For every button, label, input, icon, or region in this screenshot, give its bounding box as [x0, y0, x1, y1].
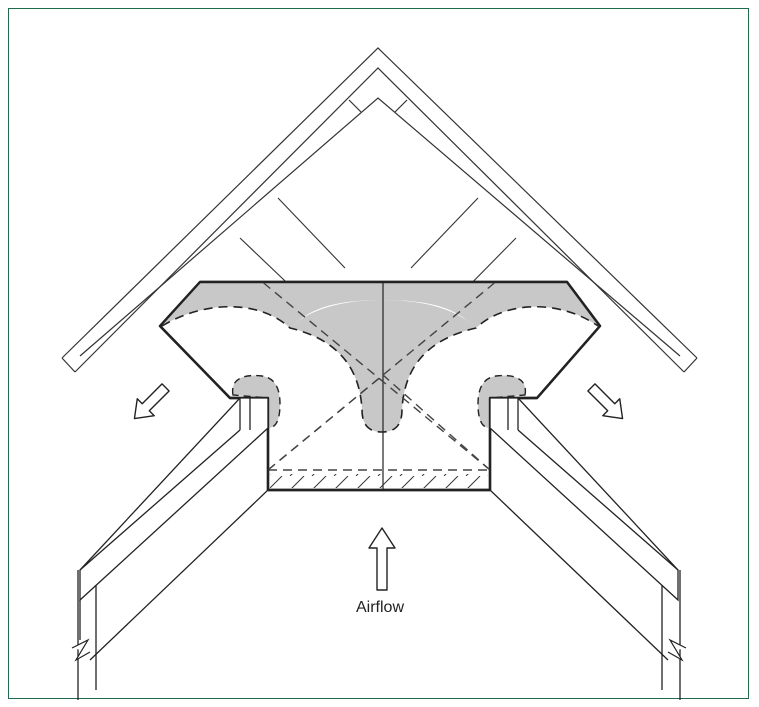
- right-roof-deck: [489, 397, 681, 700]
- filter-strip: [270, 474, 488, 488]
- left-outflow-arrow: [133, 383, 170, 420]
- left-baffle: [162, 282, 383, 328]
- airflow-label: Airflow: [356, 599, 404, 616]
- right-outflow-arrow: [587, 383, 624, 420]
- roof-sheathing: [61, 47, 698, 373]
- airflow-up-arrow: [368, 527, 396, 591]
- left-roof-deck: [77, 397, 269, 700]
- right-baffle: [383, 282, 598, 328]
- break-marks: [71, 638, 687, 662]
